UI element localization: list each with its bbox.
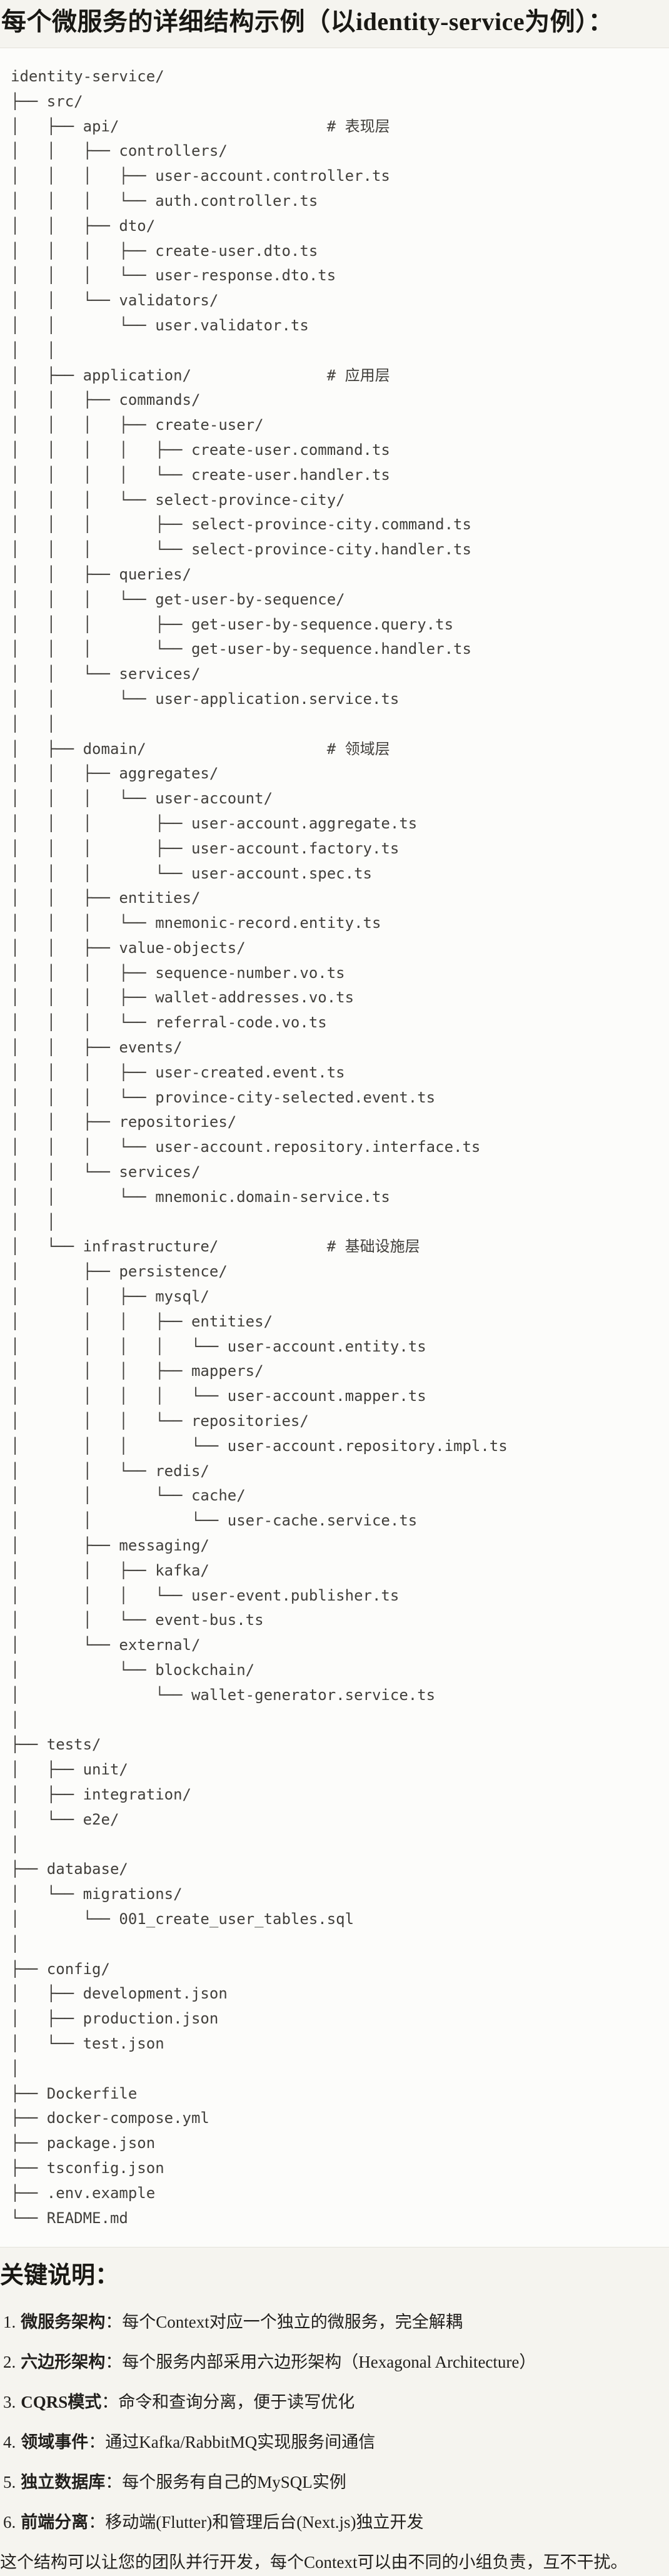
closing-paragraph: 这个结构可以让您的团队并行开发，每个Context可以由不同的小组负责，互不干扰… — [0, 2553, 628, 2572]
note-item-number: 6. — [3, 2513, 16, 2532]
note-item-domain-events: 4. 领域事件：通过Kafka/RabbitMQ实现服务间通信 — [0, 2431, 669, 2453]
directory-tree-text: identity-service/ ├── src/ │ ├── api/ # … — [11, 68, 508, 2227]
note-item-independent-db: 5. 独立数据库：每个服务有自己的MySQL实例 — [0, 2472, 669, 2493]
note-item-hexagonal: 2. 六边形架构：每个服务内部采用六边形架构（Hexagonal Architec… — [0, 2351, 669, 2373]
note-item-desc: ：通过Kafka/RabbitMQ实现服务间通信 — [88, 2433, 376, 2452]
note-item-cqrs: 3. CQRS模式：命令和查询分离，便于读写优化 — [0, 2391, 669, 2413]
note-item-desc: ：每个服务有自己的MySQL实例 — [105, 2473, 346, 2492]
note-item-frontend-separation: 6. 前端分离：移动端(Flutter)和管理后台(Next.js)独立开发 — [0, 2512, 669, 2533]
note-item-desc: ：命令和查询分离，便于读写优化 — [101, 2393, 355, 2412]
note-item-term: 微服务架构 — [21, 2313, 106, 2332]
directory-tree-code-block: identity-service/ ├── src/ │ ├── api/ # … — [0, 48, 669, 2248]
note-item-desc: ：每个Context对应一个独立的微服务，完全解耦 — [105, 2313, 463, 2332]
note-item-term: 独立数据库 — [21, 2473, 106, 2492]
note-item-number: 5. — [3, 2473, 16, 2492]
note-item-number: 1. — [3, 2313, 16, 2332]
note-item-term: 前端分离 — [21, 2513, 89, 2532]
page-title: 每个微服务的详细结构示例（以identity-service为例）： — [1, 8, 614, 36]
note-item-term: 领域事件 — [21, 2433, 89, 2452]
note-item-term: CQRS模式 — [21, 2393, 102, 2412]
note-item-number: 2. — [3, 2353, 16, 2372]
key-notes-section: 关键说明： 1. 微服务架构：每个Context对应一个独立的微服务，完全解耦 2… — [0, 2261, 669, 2573]
note-item-term: 六边形架构 — [21, 2353, 106, 2372]
note-item-number: 3. — [3, 2393, 16, 2412]
note-item-desc: ：每个服务内部采用六边形架构（Hexagonal Architecture） — [105, 2353, 536, 2372]
note-item-microservice: 1. 微服务架构：每个Context对应一个独立的微服务，完全解耦 — [0, 2311, 669, 2333]
note-item-desc: ：移动端(Flutter)和管理后台(Next.js)独立开发 — [88, 2513, 424, 2532]
key-notes-heading: 关键说明： — [0, 2263, 119, 2289]
note-item-number: 4. — [3, 2433, 16, 2452]
